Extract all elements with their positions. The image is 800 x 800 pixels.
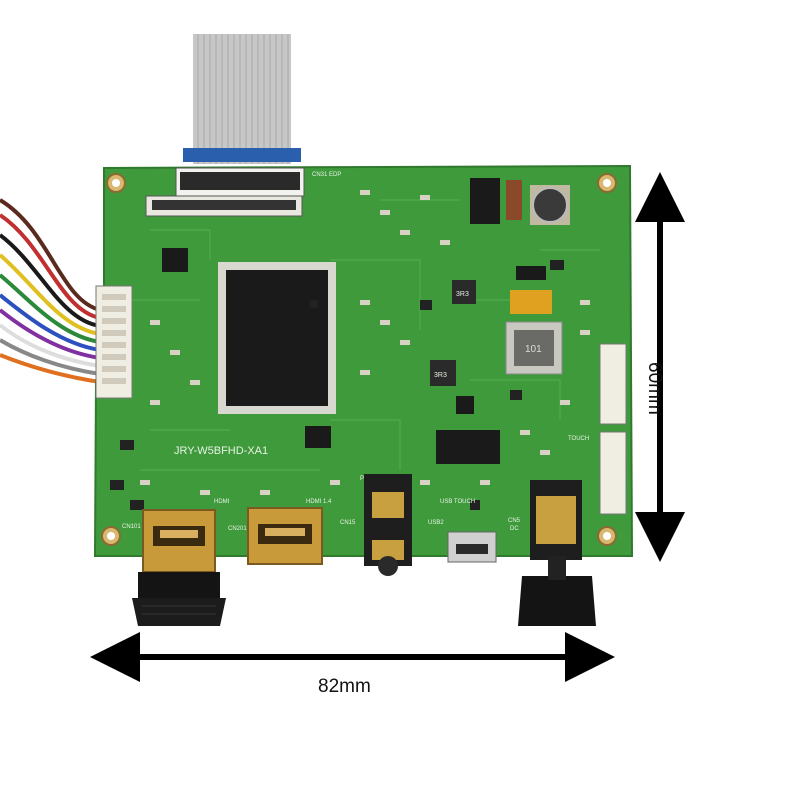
ribbon-cable: [183, 34, 301, 164]
cn15-silkscreen: CN15: [340, 520, 356, 526]
usbtouch-silkscreen: USB TOUCH: [440, 499, 475, 505]
pcb-board: JRY-W5BFHD-XA1 CN31 EDP HDMI HDMI 1.4 PH…: [93, 164, 634, 557]
cn201-silkscreen: CN201: [228, 526, 247, 532]
hdmi-cable-plug: [132, 572, 226, 626]
cn5-silkscreen: CN5: [508, 518, 521, 524]
micro-usb-port: [447, 531, 497, 563]
height-dimension-arrow: [635, 172, 685, 562]
touch-silkscreen: TOUCH: [568, 436, 589, 442]
width-dimension-arrow: [90, 632, 615, 682]
hdmi-connector-1: [142, 509, 216, 573]
dc-silkscreen: DC: [510, 526, 519, 532]
hdmi-connector-2: [247, 507, 323, 565]
usb2-silkscreen: USB2: [428, 520, 444, 526]
chip-3r3b-label: 3R3: [434, 372, 447, 379]
wire-bundle: [0, 198, 101, 384]
hdmi-silkscreen: HDMI: [214, 499, 230, 505]
edp-silkscreen: CN31 EDP: [312, 172, 341, 178]
inductor-101-label: 101: [525, 344, 542, 355]
chip-3r3-label: 3R3: [456, 291, 469, 298]
hdmi14-silkscreen: HDMI 1.4: [306, 499, 332, 505]
model-silkscreen: JRY-W5BFHD-XA1: [174, 445, 268, 457]
width-label: 82mm: [318, 676, 371, 697]
cn101-silkscreen: CN101: [122, 524, 141, 530]
height-label: 60mm: [644, 362, 665, 415]
audio-jack: [364, 474, 412, 576]
dc-power-jack: [518, 480, 596, 626]
